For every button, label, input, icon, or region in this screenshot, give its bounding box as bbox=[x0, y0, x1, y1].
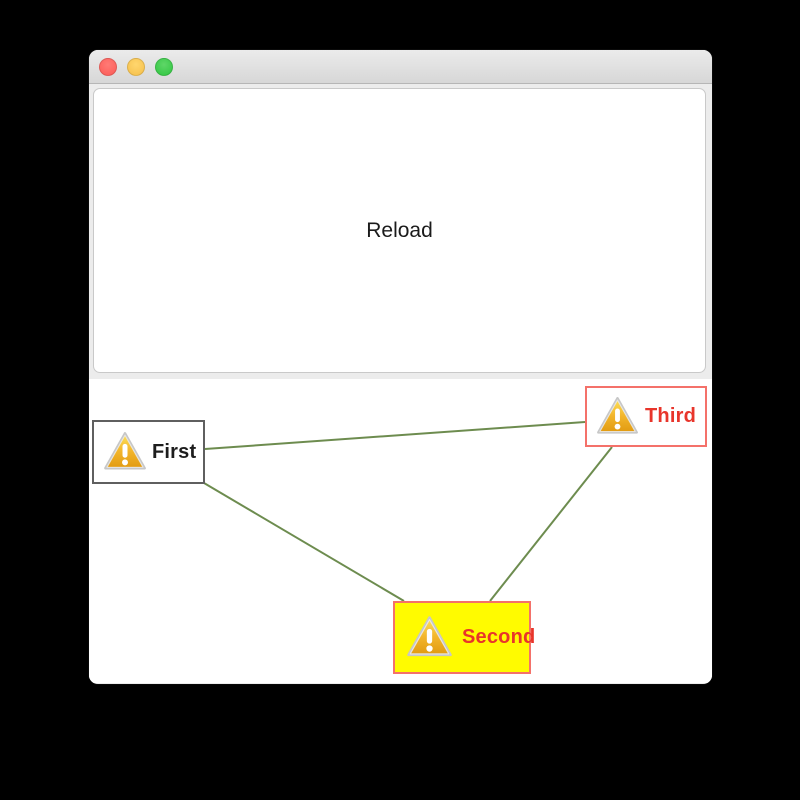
window-content: Reload First Third bbox=[89, 84, 712, 683]
node-label: Third bbox=[645, 405, 696, 427]
graph-canvas: First Third Second bbox=[89, 379, 712, 683]
warning-icon bbox=[104, 432, 146, 470]
minimize-window-button[interactable] bbox=[127, 57, 145, 76]
traffic-lights bbox=[99, 57, 173, 76]
zoom-window-button[interactable] bbox=[155, 57, 173, 76]
node-label: Second bbox=[462, 626, 536, 648]
graph-node-third[interactable]: Third bbox=[585, 386, 707, 447]
close-window-button[interactable] bbox=[99, 57, 117, 76]
node-label: First bbox=[152, 440, 197, 463]
reload-button[interactable]: Reload bbox=[93, 88, 706, 373]
graph-node-second[interactable]: Second bbox=[393, 601, 535, 674]
graph-edges bbox=[203, 421, 613, 602]
warning-icon bbox=[597, 397, 638, 434]
graph-node-first[interactable]: First bbox=[92, 420, 205, 484]
window-titlebar[interactable] bbox=[89, 50, 712, 84]
warning-icon bbox=[407, 616, 452, 657]
edge-third-second bbox=[489, 446, 613, 602]
app-window: Reload First Third bbox=[89, 50, 712, 684]
edge-first-third bbox=[204, 421, 586, 450]
edge-first-second bbox=[203, 482, 405, 602]
